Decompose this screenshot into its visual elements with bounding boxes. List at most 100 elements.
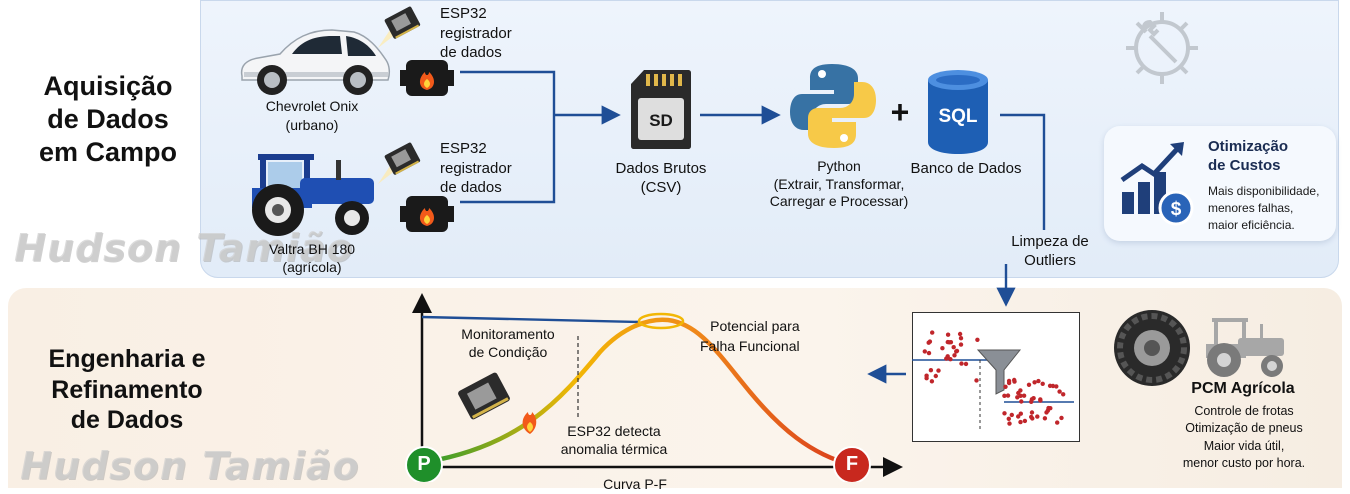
scatter-dot [929, 379, 935, 384]
scatter-dot [1012, 377, 1017, 383]
scatter-dot [1018, 393, 1023, 398]
scatter-dot [928, 368, 934, 373]
scatter-dot [1006, 380, 1012, 386]
watermark-top: Hudson Tamião [14, 226, 354, 270]
scatter-dot [1035, 414, 1040, 419]
growth-chart-icon: $ [1120, 142, 1194, 226]
scatter-dot [930, 330, 935, 335]
car-icon [240, 29, 391, 95]
scatter-dot [1050, 383, 1056, 389]
scatter-dot [1002, 411, 1007, 416]
tractor-outline-icon [1206, 318, 1284, 377]
scatter-dot [957, 331, 963, 337]
scatter-dot [944, 356, 949, 361]
scatter-dot [936, 368, 941, 373]
scatter-dot [952, 353, 957, 358]
raw-data-label: Dados Brutos (CSV) [615, 160, 707, 196]
scatter-dot [1031, 396, 1036, 401]
scatter-dot [1003, 384, 1008, 389]
scatter-dot [926, 350, 932, 356]
sql-database-icon [928, 70, 988, 154]
pcm-title: PCM Agrícola [1191, 380, 1295, 397]
vehicle-name-onix: Chevrolet Onix [265, 98, 359, 114]
potential-failure-label: Potencial para Falha Funcional [700, 318, 800, 355]
tire-icon [1114, 310, 1190, 386]
scatter-dot [1059, 415, 1064, 421]
scatter-dot [975, 337, 980, 342]
tractor-icon [252, 154, 374, 236]
scatter-dot [1007, 421, 1012, 426]
scatter-dot [1002, 393, 1007, 398]
scatter-dot [1018, 411, 1023, 416]
scatter-dot [1009, 412, 1014, 418]
monitoring-label: Monitoramento de Condição [461, 326, 555, 360]
scatter-dot [963, 361, 969, 367]
scatter-dot [959, 361, 964, 366]
engine-fire-icon [400, 60, 454, 96]
scatter-dot [1055, 420, 1060, 425]
scatter-dot [1019, 399, 1024, 404]
scatter-dot [1032, 380, 1037, 385]
scatter-dot [974, 378, 979, 383]
engineering-title: Engenharia e Refinamento de Dados [48, 345, 206, 434]
scatter-dot [1030, 416, 1035, 421]
scatter-dot [1015, 395, 1020, 400]
watermark-bottom: Hudson Tamião [20, 444, 360, 488]
scatter-dot [1026, 382, 1032, 387]
scatter-dot [954, 348, 960, 354]
scatter-dot [924, 376, 929, 381]
scatter-dot [1005, 393, 1011, 398]
pcm-description: Controle de frotas Otimização de pneus M… [1182, 404, 1306, 470]
acquisition-title: Aquisição de Dados em Campo [38, 71, 178, 167]
scatter-dot [1006, 416, 1011, 421]
scatter-dot [958, 342, 964, 347]
outliers-label: Limpeza de Outliers [1011, 233, 1089, 269]
scatter-dot [948, 357, 953, 362]
python-logo-icon [790, 64, 876, 148]
logger-label-top: ESP32 registrador de dados [440, 5, 512, 61]
cost-card-title: Otimização de Custos [1208, 138, 1289, 174]
scatter-dot [933, 373, 938, 379]
scatter-dot [947, 340, 952, 345]
svg-text:$: $ [1171, 199, 1182, 220]
scatter-dot [927, 339, 933, 344]
pf-axis-caption: Curva P-F [603, 476, 667, 492]
scatter-dot [1054, 384, 1059, 389]
sd-card-text: SD [649, 111, 673, 130]
vehicle-context-onix: (urbano) [285, 117, 339, 133]
scatter-dot [945, 332, 951, 337]
sd-card-icon [631, 70, 691, 149]
flow-connectors [460, 70, 1046, 384]
python-label: Python (Extrair, Transformar, Carregar e… [769, 158, 909, 209]
scatter-dot [1046, 405, 1051, 411]
point-p-label: P [417, 453, 431, 475]
thermal-anomaly-label: ESP32 detecta anomalia térmica [560, 423, 668, 457]
scatter-dot [1036, 378, 1041, 384]
scatter-dot [1021, 393, 1027, 398]
engine-fire-icon [400, 196, 454, 232]
scatter-dot [1018, 419, 1023, 425]
vehicle-name-valtra: Valtra BH 180 [268, 241, 356, 257]
outlier-scatter-points [912, 330, 1074, 430]
scatter-dot [1038, 398, 1043, 403]
scatter-dot [1022, 418, 1028, 424]
plus-sign: + [890, 94, 910, 130]
sql-icon-text: SQL [938, 106, 978, 127]
scatter-dot [1057, 389, 1062, 394]
gear-wrench-icon [1126, 12, 1198, 84]
scatter-dot [1040, 381, 1045, 386]
scatter-dot [1029, 410, 1035, 415]
pf-curve-chart [405, 293, 903, 482]
cost-card-description: Mais disponibilidade, menores falhas, ma… [1208, 184, 1320, 232]
logger-label-bottom: ESP32 registrador de dados [440, 140, 512, 196]
scatter-dot [940, 346, 945, 351]
scatter-dot [1061, 392, 1066, 397]
scatter-dot [1016, 414, 1021, 419]
database-label: Banco de Dados [910, 160, 1022, 177]
esp32-board-icon [378, 6, 421, 48]
scatter-dot [951, 345, 956, 350]
esp32-board-icon [378, 142, 421, 184]
scatter-dot [958, 336, 964, 341]
vehicle-context-valtra: (agrícola) [282, 259, 342, 275]
point-f-label: F [845, 453, 859, 475]
